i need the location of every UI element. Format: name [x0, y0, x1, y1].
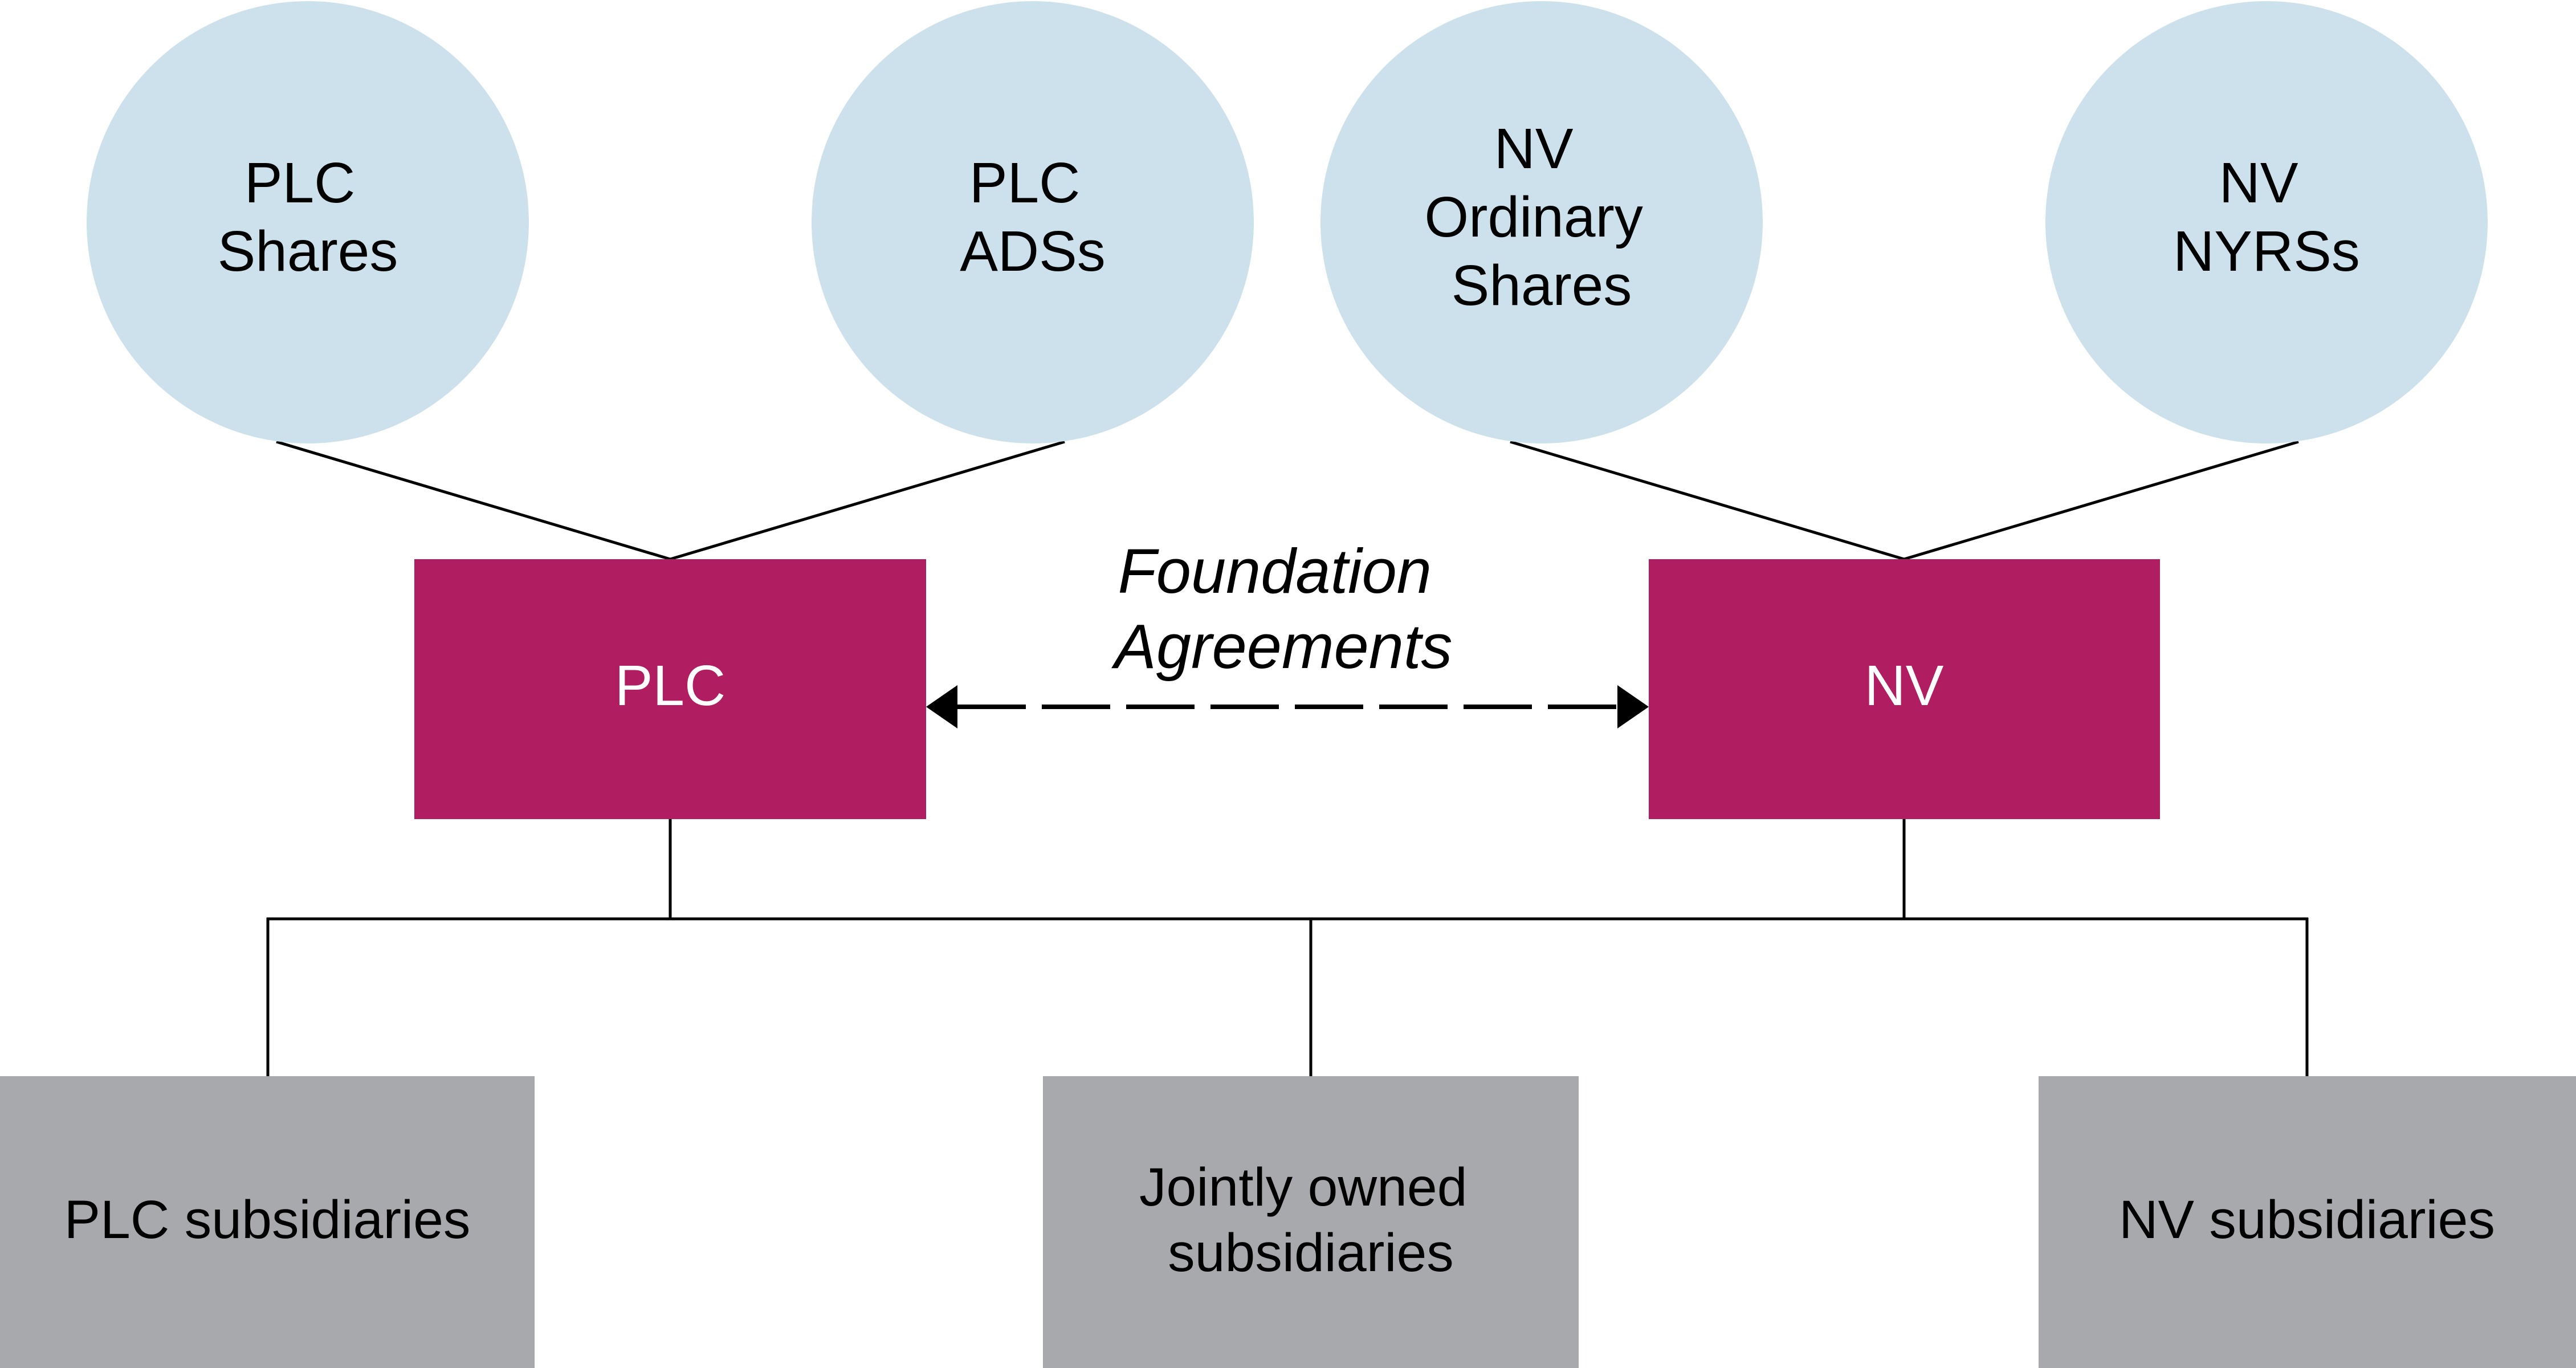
subsidiary-plc-subsidiaries[interactable]: PLC subsidiaries [0, 1076, 535, 1368]
agreement-label-line: Agreements [1111, 612, 1452, 682]
holder-label-line: Shares [218, 219, 398, 283]
svg-text:PLC ADSs: PLC ADSs [960, 151, 1106, 283]
connector-plc-adss-to-plc [670, 440, 1065, 561]
holder-nv-ordinary-shares[interactable]: NV Ordinary Shares [1320, 1, 1763, 443]
subsidiary-connectors [266, 819, 2309, 1076]
entity-box [1649, 559, 2160, 819]
entity-label: NV [1865, 654, 1944, 718]
svg-text:Jointly owned subsidiari: Jointly owned subsidiaries [1139, 1157, 1482, 1283]
foundation-agreements: Foundation Agreements [926, 536, 1649, 728]
subsidiary-label-line: Jointly owned [1139, 1157, 1468, 1218]
holder-label-line: PLC [969, 151, 1081, 215]
holder-plc-adss[interactable]: PLC ADSs [812, 1, 1254, 443]
holder-circle [812, 1, 1254, 443]
holder-circle [2045, 1, 2488, 443]
holder-circles: PLC Shares PLC ADSs NV Ordinary Shares N… [87, 1, 2488, 443]
svg-text:NV NYRSs: NV NYRSs [2173, 151, 2360, 283]
agreement-label-line: Foundation [1118, 536, 1432, 606]
holder-connectors [276, 440, 2299, 561]
holder-label-line: PLC [244, 151, 356, 215]
holder-circle [1320, 1, 1763, 443]
subsidiary-label-line: NV subsidiaries [2119, 1190, 2495, 1250]
arrowhead-left-icon [926, 685, 957, 728]
holder-plc-shares[interactable]: PLC Shares [87, 1, 529, 443]
entity-plc[interactable]: PLC [414, 559, 926, 819]
holder-label-line: Ordinary [1424, 185, 1642, 249]
holder-circle [87, 1, 529, 443]
arrowhead-right-icon [1617, 685, 1649, 728]
holder-label-line: NV [1494, 117, 1574, 181]
subsidiary-box [0, 1076, 535, 1368]
entity-label: PLC [615, 654, 726, 718]
holder-label-line: Shares [1452, 254, 1632, 317]
subsidiary-jointly-owned[interactable]: Jointly owned subsidiaries [1043, 1076, 1579, 1368]
subsidiary-label-line: PLC subsidiaries [64, 1190, 471, 1250]
holder-nv-nyrss[interactable]: NV NYRSs [2045, 1, 2488, 443]
connector-nv-ordinary-to-nv [1510, 440, 1905, 561]
holder-label-line: NV [2219, 151, 2298, 215]
connector-plc-shares-to-plc [276, 440, 671, 561]
subsidiary-label-line: subsidiaries [1168, 1223, 1454, 1283]
subsidiary-box [1043, 1076, 1579, 1368]
svg-text:PLC Shares: PLC Shares [218, 151, 398, 283]
entity-box [414, 559, 926, 819]
subsidiary-nv-subsidiaries[interactable]: NV subsidiaries [2039, 1076, 2576, 1368]
svg-text:Foundation Agreements: Foundation Agreements [1111, 536, 1452, 682]
svg-text:PLC subsidiaries: PLC subsidiaries [64, 1190, 471, 1250]
holder-label-line: ADSs [960, 219, 1106, 283]
svg-text:NV Ordinary Sh: NV Ordinary Shares [1424, 117, 1658, 317]
entity-nv[interactable]: NV [1649, 559, 2160, 819]
svg-text:NV subsidiaries: NV subsidiaries [2119, 1190, 2495, 1250]
subsidiary-box [2039, 1076, 2576, 1368]
connector-nv-nyrss-to-nv [1904, 440, 2299, 561]
holder-label-line: NYRSs [2173, 219, 2360, 283]
